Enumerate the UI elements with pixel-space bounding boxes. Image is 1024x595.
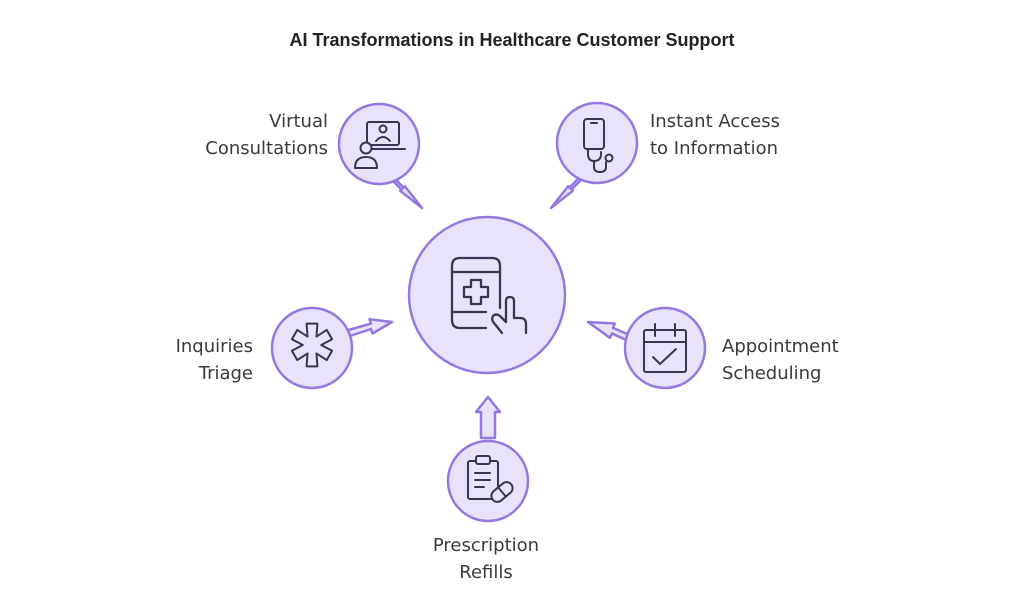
label-virtual-consultations-line2: Consultations: [205, 138, 328, 159]
appointment-scheduling-circle: [623, 306, 707, 390]
medical-star-icon: [290, 322, 334, 368]
mobile-health-tap-icon: [450, 256, 528, 335]
arrow-inquiries-to-center: [343, 318, 394, 339]
label-inquiries-triage-line2: Triage: [198, 363, 253, 384]
label-prescription-refills: Prescription Refills: [386, 532, 586, 586]
label-inquiries-triage-line1: Inquiries: [175, 336, 253, 357]
arrow-prescription-to-center: [474, 395, 502, 440]
label-appointment-scheduling-line1: Appointment: [722, 336, 839, 357]
label-virtual-consultations-line1: Virtual: [269, 111, 328, 132]
label-inquiries-triage: Inquiries Triage: [176, 333, 253, 387]
phone-stethoscope-icon: [583, 118, 614, 173]
diagram-title: AI Transformations in Healthcare Custome…: [289, 30, 735, 50]
label-instant-access-line2: to Information: [650, 138, 778, 159]
video-call-doctor-icon: [354, 121, 406, 169]
label-instant-access-line1: Instant Access: [650, 111, 780, 132]
label-instant-access: Instant Access to Information: [650, 108, 780, 162]
calendar-check-icon: [643, 323, 687, 373]
label-appointment-scheduling: Appointment Scheduling: [722, 333, 839, 387]
label-appointment-scheduling-line2: Scheduling: [722, 363, 822, 384]
inquiries-triage-circle: [270, 306, 354, 390]
clipboard-pill-icon: [467, 455, 514, 503]
label-virtual-consultations: Virtual Consultations: [205, 108, 328, 162]
instant-access-circle: [555, 101, 639, 185]
label-prescription-refills-line1: Prescription: [432, 535, 540, 556]
label-prescription-refills-line2: Refills: [459, 562, 513, 583]
